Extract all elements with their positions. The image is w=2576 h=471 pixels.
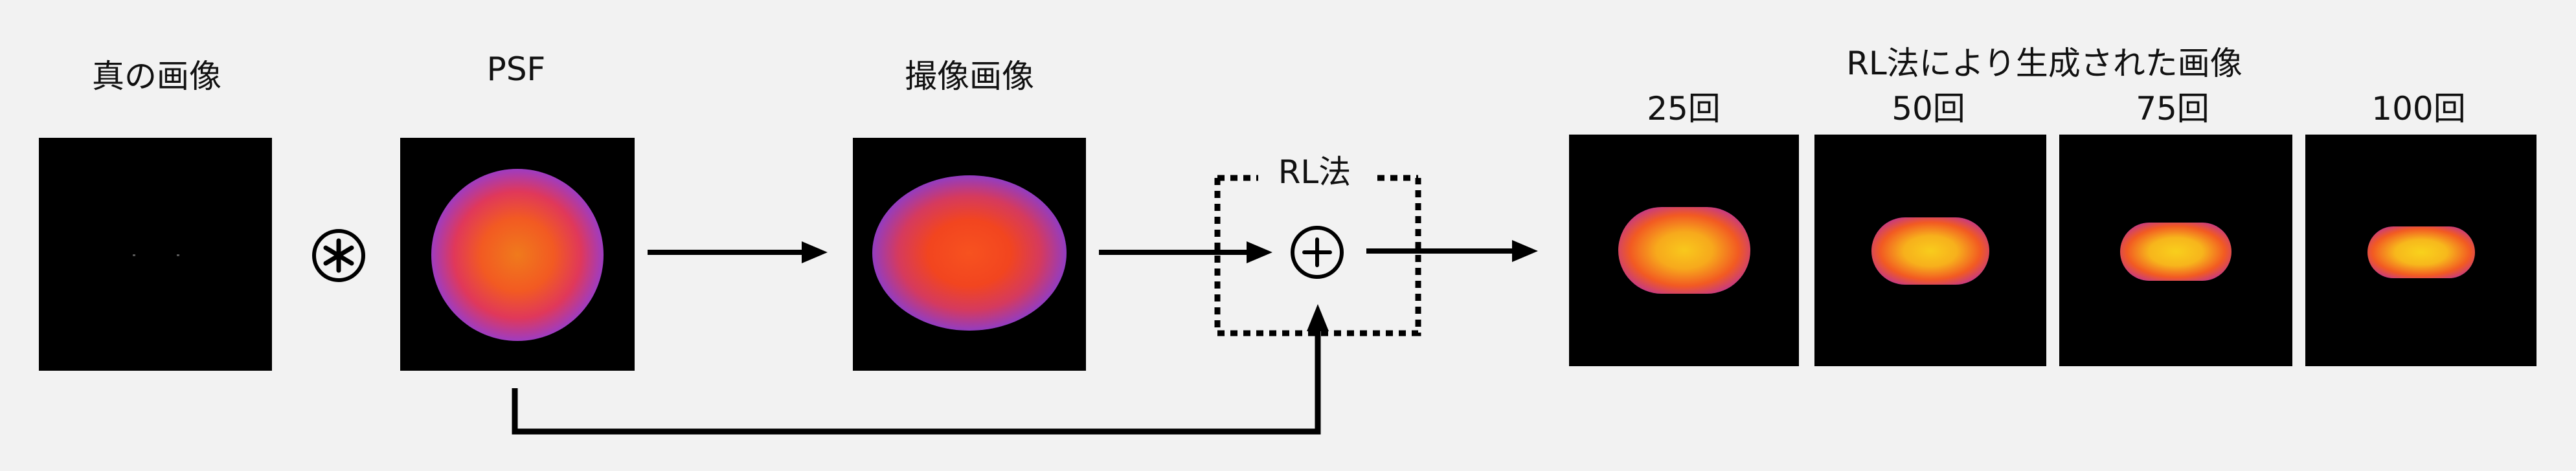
rl-result-100-blob: [2367, 226, 2475, 278]
arrow-psf-feedback: [512, 304, 1329, 435]
rl-result-75-panel: [2059, 135, 2292, 366]
rl-result-100-panel: [2305, 135, 2536, 366]
rl-method-box: [1214, 175, 1421, 336]
rl-result-50-panel: [1814, 135, 2046, 366]
arrow-psf-to-captured: [648, 241, 828, 263]
rl-result-25-panel: [1569, 135, 1799, 366]
rl-result-25-blob: [1618, 207, 1750, 294]
iteration-25-label: 25回: [1647, 90, 1721, 127]
psf-blob: [431, 169, 604, 341]
rl-output-title: RL法により生成された画像: [1846, 45, 2243, 82]
arrow-rl-to-results: [1366, 240, 1538, 262]
true-image-label: 真の画像: [92, 58, 221, 95]
point-source-right: [177, 254, 179, 256]
psf-panel: [400, 138, 635, 371]
captured-image-label: 撮像画像: [905, 58, 1034, 95]
arrow-captured-to-rl: [1099, 241, 1272, 263]
circled-plus-operator-icon: [1291, 226, 1344, 279]
iteration-50-label: 50回: [1892, 90, 1965, 127]
true-image-panel: [39, 138, 272, 371]
iteration-100-label: 100回: [2371, 90, 2466, 127]
rl-result-50-blob: [1871, 217, 1989, 285]
rl-method-label: RL法: [1278, 153, 1351, 191]
psf-label: PSF: [486, 50, 546, 88]
rl-result-75-blob: [2120, 223, 2231, 281]
point-source-left: [133, 254, 135, 256]
convolution-operator-icon: [312, 229, 365, 282]
iteration-75-label: 75回: [2136, 90, 2209, 127]
captured-image-panel: [853, 138, 1086, 371]
captured-blob: [872, 175, 1067, 331]
